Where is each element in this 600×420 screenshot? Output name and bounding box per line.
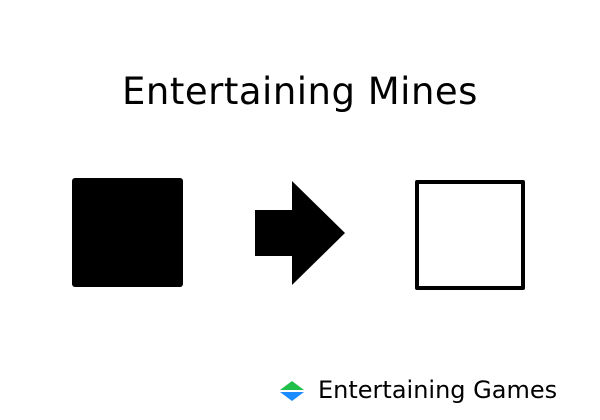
entertaining-games-logo-icon (280, 381, 304, 401)
arrow-right-icon (255, 181, 345, 285)
brand-footer: Entertaining Games (278, 372, 557, 408)
covered-tile (72, 178, 183, 287)
brand-name: Entertaining Games (318, 376, 558, 404)
revealed-tile (415, 180, 525, 290)
game-title: Entertaining Mines (122, 70, 478, 113)
